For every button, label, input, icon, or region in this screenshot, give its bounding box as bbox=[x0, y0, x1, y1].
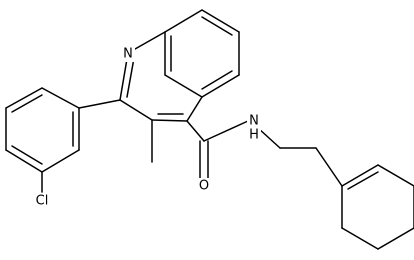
bond bbox=[119, 99, 153, 121]
bond bbox=[341, 164, 379, 187]
carbonyl-bond bbox=[186, 120, 205, 142]
amide-cn-bond bbox=[203, 120, 249, 142]
bond bbox=[5, 87, 43, 109]
double-bond-inner bbox=[347, 171, 379, 190]
bond bbox=[164, 74, 203, 98]
bond bbox=[78, 99, 121, 109]
bond bbox=[5, 149, 43, 173]
bond bbox=[257, 127, 281, 149]
bond bbox=[164, 9, 203, 33]
chlorine-label: Cl bbox=[36, 194, 49, 209]
bond bbox=[377, 164, 414, 187]
bond bbox=[41, 87, 80, 109]
ring-nitrogen-label: N bbox=[123, 47, 133, 62]
double-bond-inner bbox=[11, 145, 43, 165]
bond bbox=[186, 96, 203, 122]
double-bond-inner bbox=[201, 70, 233, 90]
bond bbox=[341, 227, 379, 250]
ethyl-linker bbox=[257, 127, 343, 187]
amide-hydrogen-label: H bbox=[249, 128, 259, 143]
cyclohexenyl-ring bbox=[341, 164, 414, 250]
double-bond-inner bbox=[201, 16, 233, 36]
bond bbox=[377, 227, 414, 250]
quinoline-pyridine-ring bbox=[119, 31, 203, 122]
bond bbox=[151, 119, 188, 122]
double-bond-inner bbox=[126, 57, 135, 98]
quinoline-benzo-ring bbox=[164, 9, 240, 98]
bond bbox=[41, 149, 80, 173]
bond bbox=[201, 9, 240, 33]
chlorophenyl-ring bbox=[5, 87, 121, 193]
amide-oxygen-label: O bbox=[199, 179, 209, 194]
bond bbox=[201, 74, 240, 98]
bond bbox=[315, 147, 343, 187]
double-bond-inner bbox=[11, 94, 43, 113]
amide-nitrogen-label: N bbox=[249, 114, 259, 129]
amide-group bbox=[186, 120, 249, 179]
